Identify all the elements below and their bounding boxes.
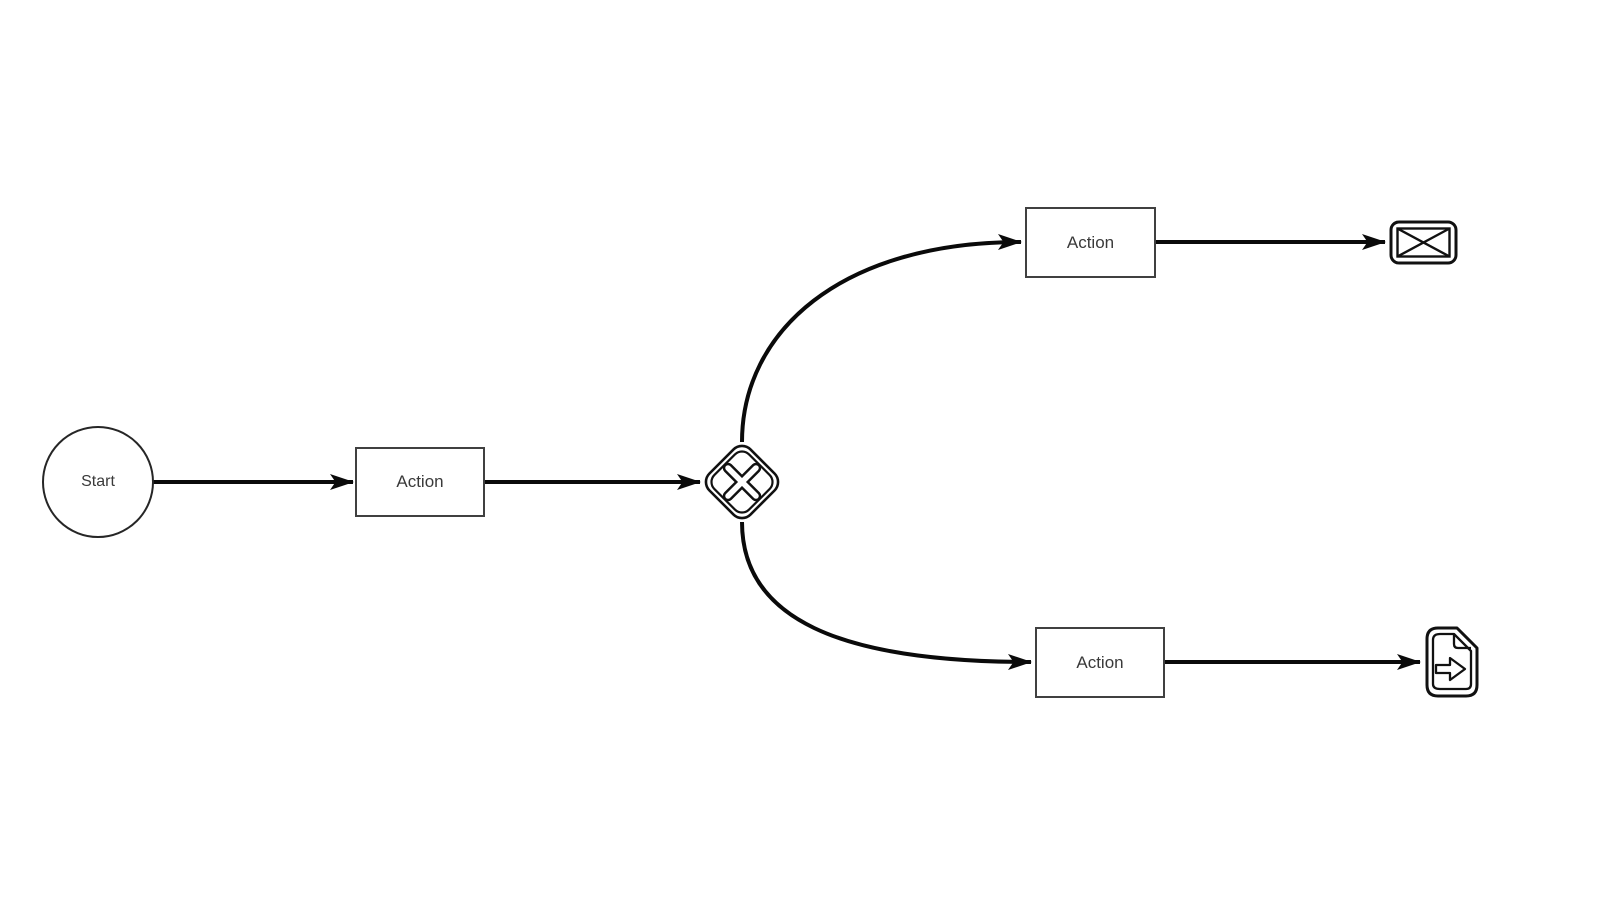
action-node-top[interactable]: Action xyxy=(1025,207,1156,278)
action-top-label: Action xyxy=(1066,232,1115,252)
document-export-arrow xyxy=(1434,656,1467,682)
edge-gateway-to-action-bottom[interactable] xyxy=(740,521,1032,670)
document-fold-corner xyxy=(1452,634,1471,650)
action-bottom-label: Action xyxy=(1076,652,1124,672)
gateway-node[interactable] xyxy=(694,434,790,530)
document-arrow-icon[interactable] xyxy=(1424,626,1479,698)
start-node[interactable]: Start xyxy=(42,426,154,538)
action-node-bottom[interactable]: Action xyxy=(1035,627,1165,698)
action-1-label: Action xyxy=(396,472,444,491)
envelope-icon[interactable] xyxy=(1389,220,1458,265)
x-cross-icon-core xyxy=(725,465,759,499)
start-label: Start xyxy=(81,473,115,490)
action-node-1[interactable]: Action xyxy=(355,447,485,517)
edge-gateway-to-action-top[interactable] xyxy=(740,234,1022,443)
envelope-flaps xyxy=(1396,227,1451,258)
